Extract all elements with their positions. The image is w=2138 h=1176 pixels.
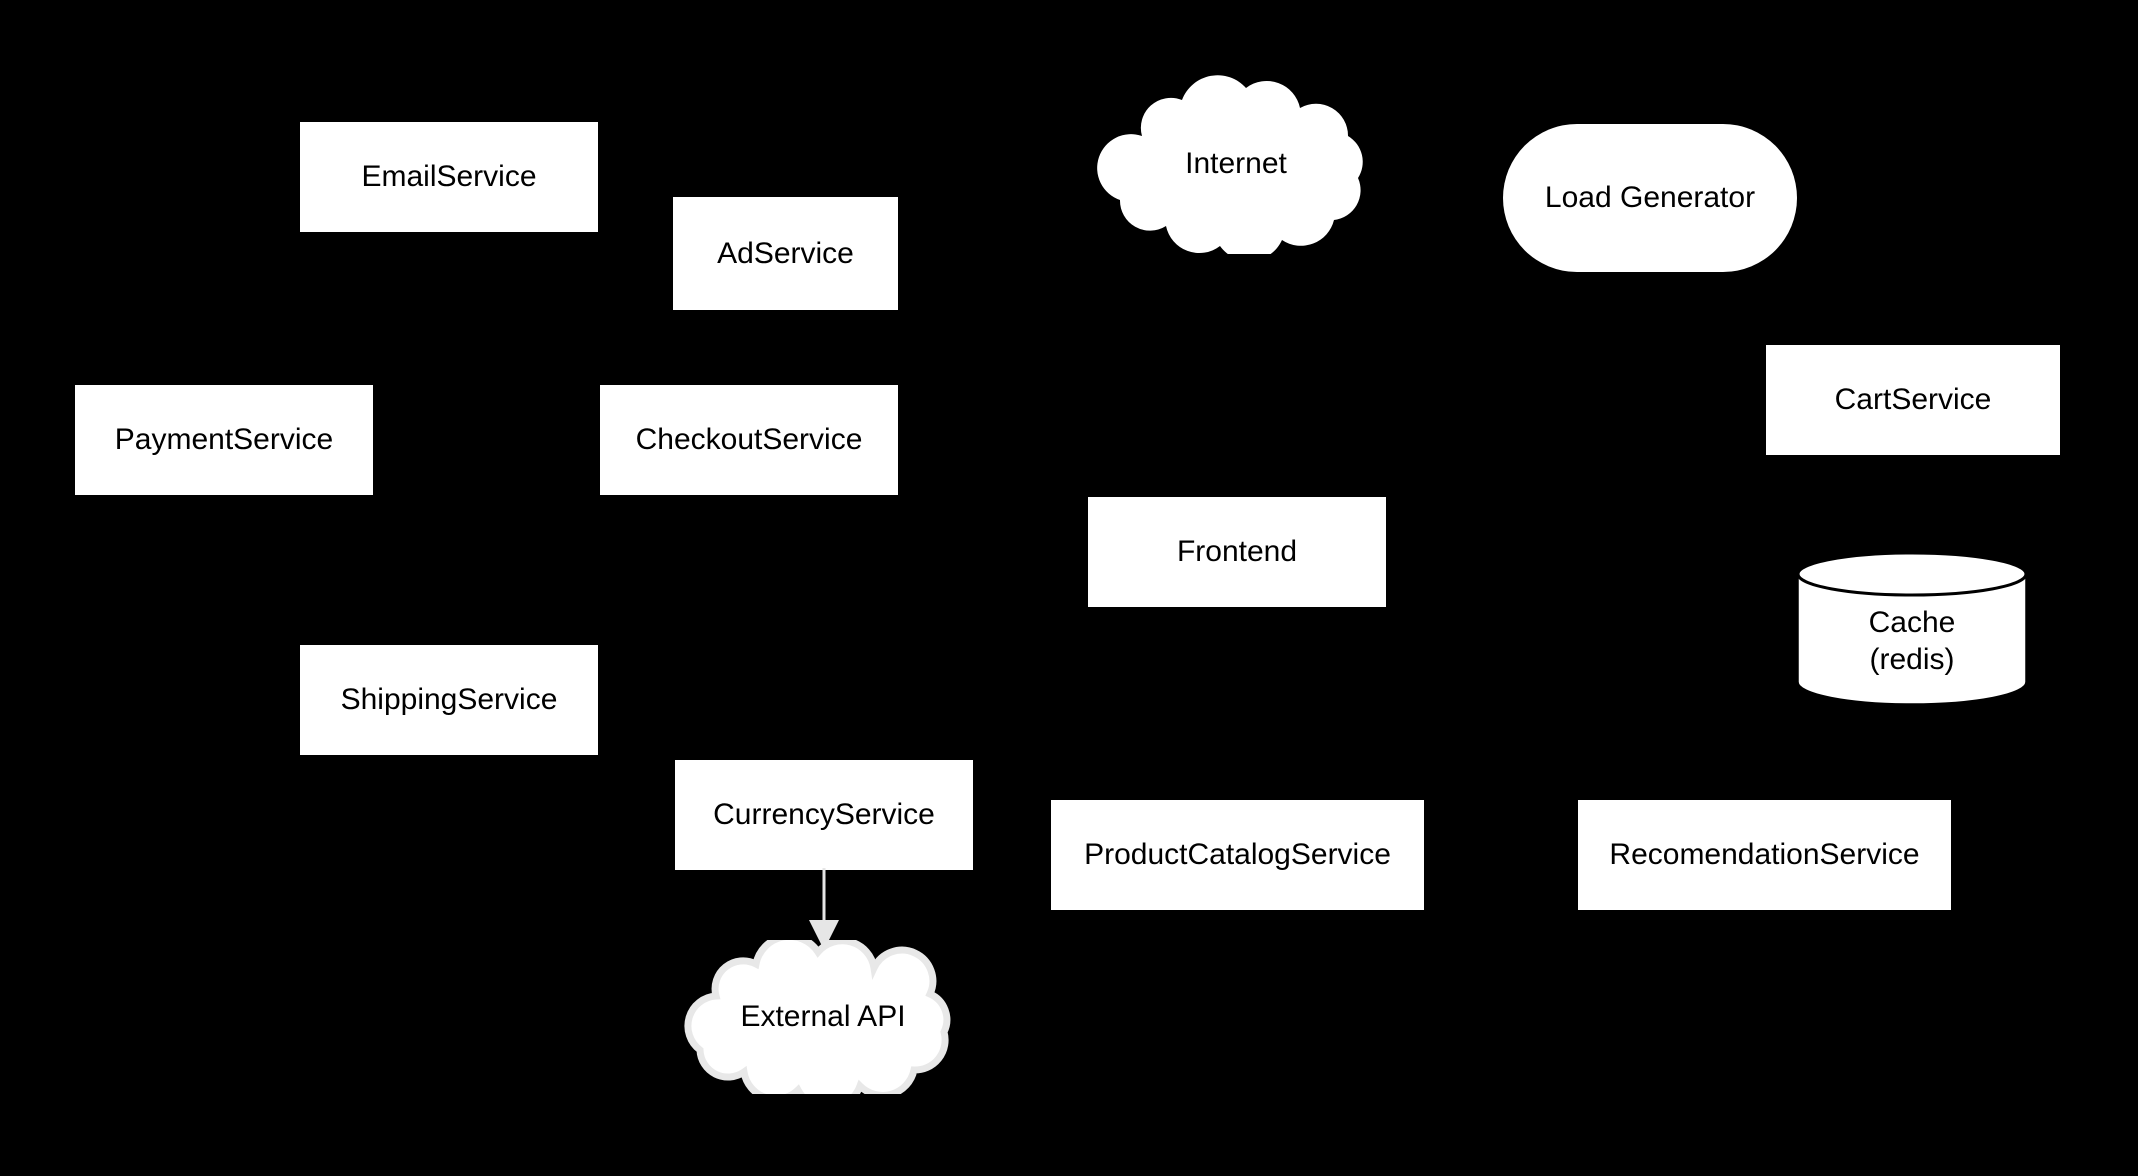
node-external-api-label: External API: [740, 1000, 906, 1033]
node-cache-label-line1: Cache: [1868, 606, 1956, 640]
cloud-icon: [684, 940, 951, 1094]
node-product-catalog-service[interactable]: ProductCatalogService: [1051, 800, 1424, 910]
node-shipping-service[interactable]: ShippingService: [300, 645, 598, 755]
node-recomendation-service[interactable]: RecomendationService: [1578, 800, 1951, 910]
node-cache-label: Cache (redis): [1796, 596, 2028, 688]
node-ad-service[interactable]: AdService: [673, 197, 898, 310]
node-load-generator[interactable]: Load Generator: [1503, 124, 1797, 272]
arrow-icon: [809, 868, 839, 950]
cloud-icon: [1097, 75, 1363, 254]
edge-currency-service-to-external-api: [795, 868, 855, 950]
node-cart-service[interactable]: CartService: [1766, 345, 2060, 455]
node-external-api[interactable]: External API: [668, 940, 978, 1094]
node-currency-service[interactable]: CurrencyService: [675, 760, 973, 870]
node-frontend[interactable]: Frontend: [1088, 497, 1386, 607]
node-cache[interactable]: Cache (redis): [1796, 552, 2028, 704]
node-email-service[interactable]: EmailService: [300, 122, 598, 232]
node-payment-service[interactable]: PaymentService: [75, 385, 373, 495]
node-cache-label-line2: (redis): [1869, 643, 1955, 676]
database-cylinder-icon: [1796, 552, 2028, 704]
node-internet-label: Internet: [1185, 147, 1287, 180]
node-internet[interactable]: Internet: [1086, 74, 1386, 254]
node-checkout-service[interactable]: CheckoutService: [600, 385, 898, 495]
